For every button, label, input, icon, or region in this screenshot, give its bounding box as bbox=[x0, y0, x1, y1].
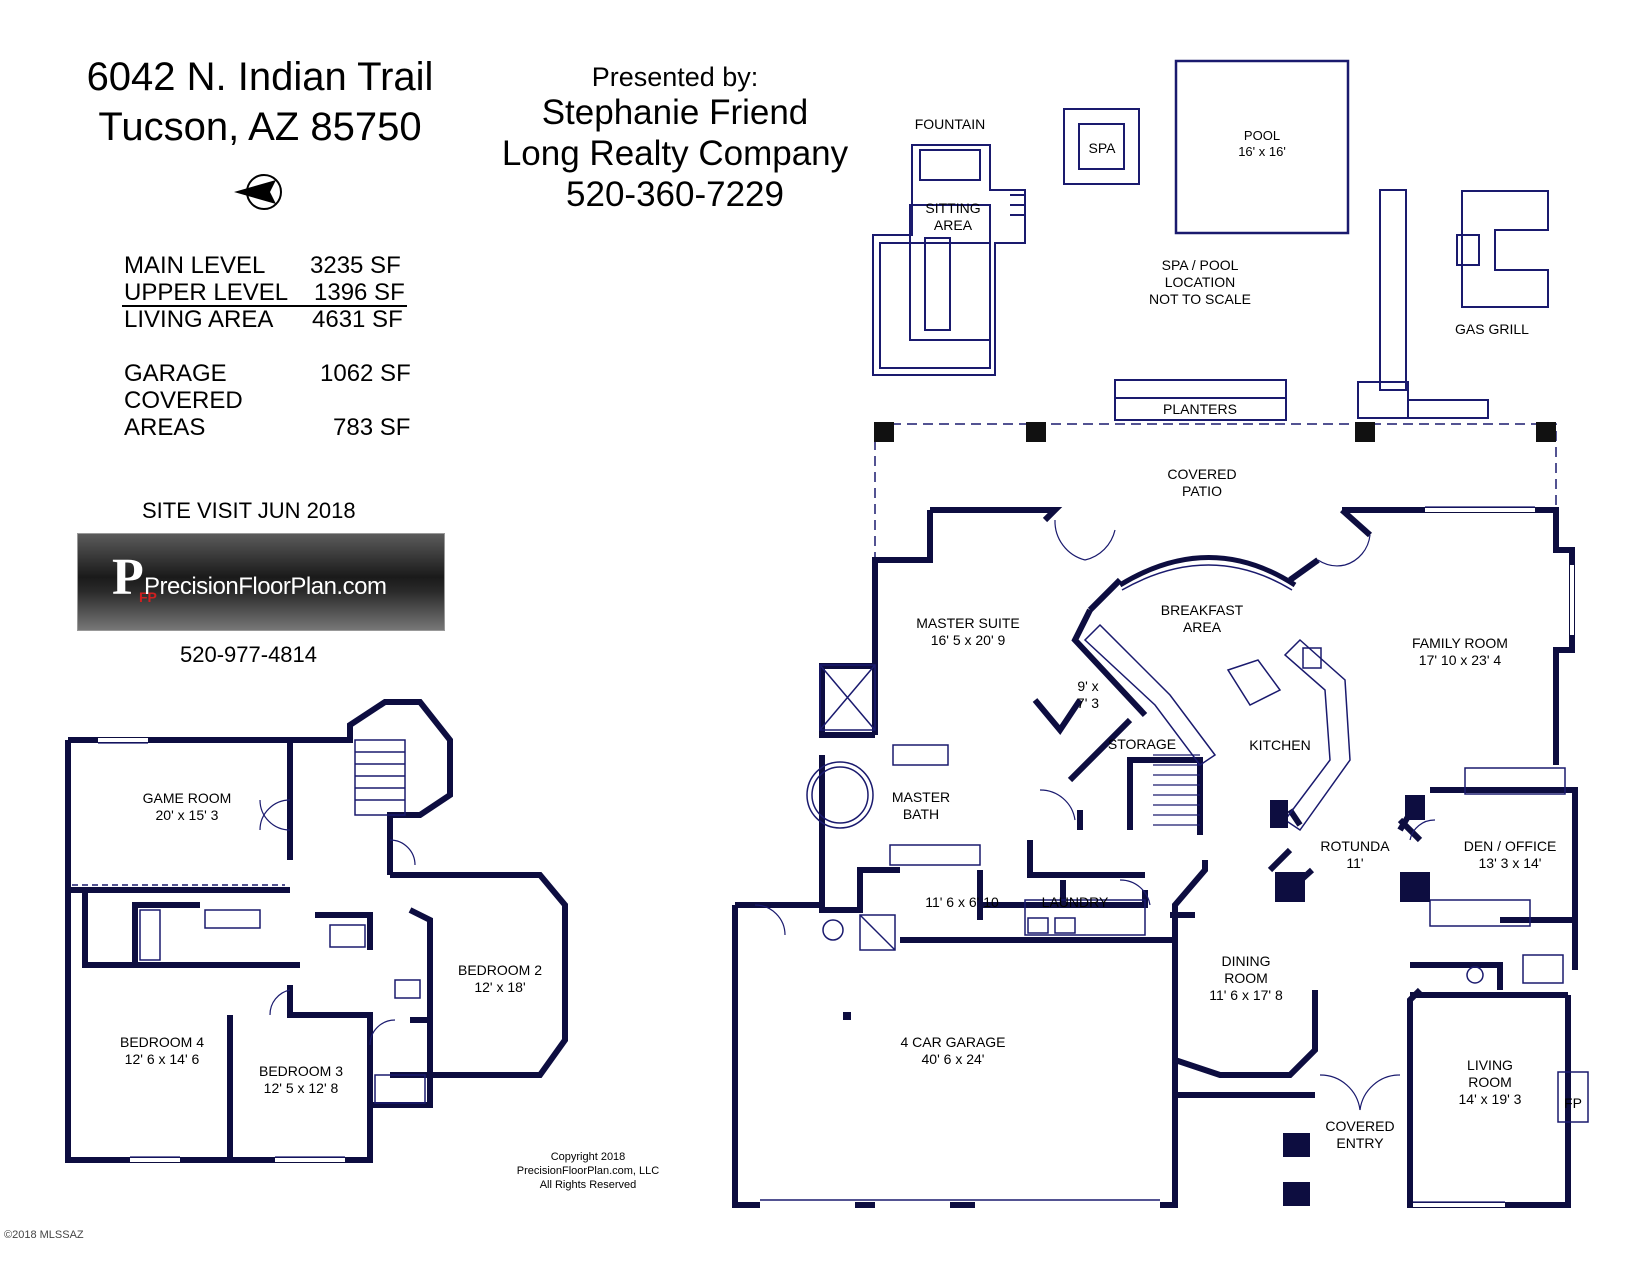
site-visit-label: SITE VISIT JUN 2018 bbox=[142, 498, 356, 523]
presented-by-label: Presented by: bbox=[591, 62, 759, 92]
area-value: 4631 SF bbox=[312, 306, 403, 333]
closet-2-label: 11' 6 x 6' 10 bbox=[925, 894, 999, 910]
area-row: COVERED bbox=[124, 387, 243, 414]
precision-floorplan-logo: P FP PrecisionFloorPlan.com bbox=[77, 533, 445, 631]
address-line-2: Tucson, AZ 85750 bbox=[98, 105, 422, 149]
area-divider bbox=[122, 305, 407, 307]
area-value: 783 SF bbox=[333, 414, 411, 441]
fireplace-label: FP bbox=[1564, 1095, 1582, 1111]
area-row: LIVING AREA bbox=[124, 306, 274, 333]
floorplan-phone: 520-977-4814 bbox=[180, 642, 318, 667]
area-row: MAIN LEVEL bbox=[124, 252, 266, 279]
area-row: GARAGE bbox=[124, 360, 227, 387]
agent-name: Stephanie Friend bbox=[541, 93, 809, 132]
area-value: 1396 SF bbox=[314, 279, 405, 306]
planters-label: PLANTERS bbox=[1163, 401, 1237, 417]
address-line-1: 6042 N. Indian Trail bbox=[86, 55, 434, 99]
laundry-label: LAUNDRY bbox=[1041, 894, 1109, 910]
area-value: 1062 SF bbox=[320, 360, 411, 387]
area-row: AREAS bbox=[124, 414, 206, 441]
logo-letter: P bbox=[112, 549, 144, 606]
agent-company: Long Realty Company bbox=[501, 134, 849, 173]
storage-label: STORAGE bbox=[1107, 736, 1177, 752]
mls-credit: ©2018 MLSSAZ bbox=[4, 1229, 84, 1241]
kitchen-label: KITCHEN bbox=[1249, 737, 1311, 753]
logo-sub: FP bbox=[139, 589, 157, 605]
area-row: UPPER LEVEL bbox=[124, 279, 289, 306]
spa-label: SPA bbox=[1088, 140, 1116, 156]
logo-text: PrecisionFloorPlan.com bbox=[144, 573, 387, 600]
fountain-label: FOUNTAIN bbox=[914, 116, 986, 132]
area-value: 3235 SF bbox=[310, 252, 401, 279]
agent-phone: 520-360-7229 bbox=[566, 175, 784, 214]
gas-grill-label: GAS GRILL bbox=[1455, 321, 1529, 337]
